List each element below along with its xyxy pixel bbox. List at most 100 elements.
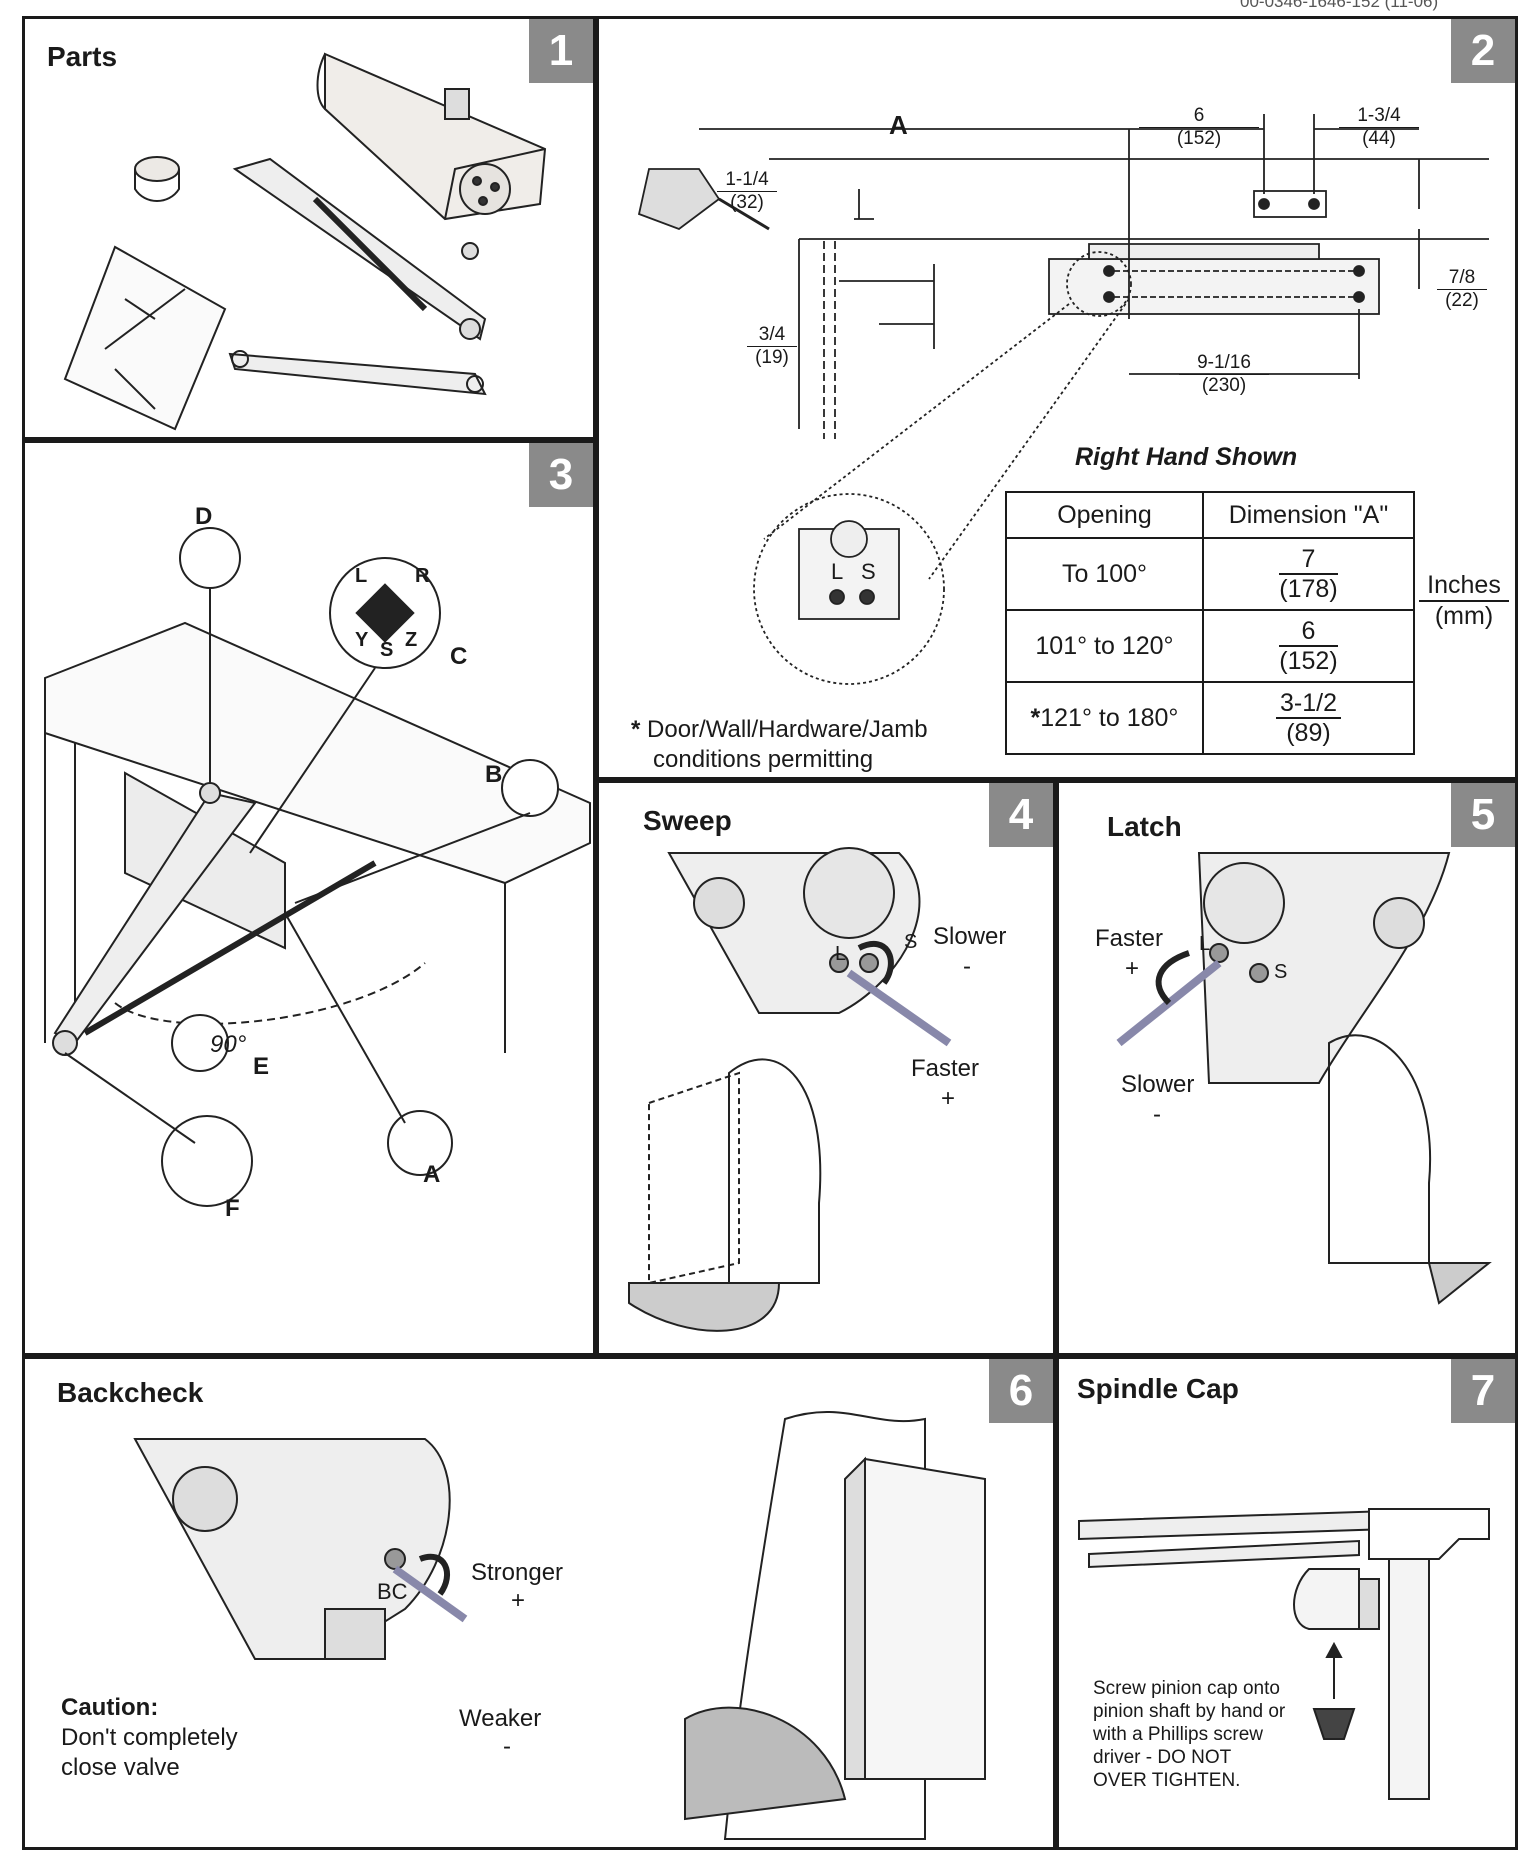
panel-latch: 5 Latch Faster + Slower - L S (1056, 780, 1518, 1356)
dim-mm: (230) (1201, 375, 1247, 396)
panel-number: 3 (529, 443, 593, 507)
caution-title: Caution: (61, 1694, 159, 1721)
unit-mm: (mm) (1434, 602, 1494, 630)
slower-sign: - (963, 953, 971, 980)
unit-label: Inches (mm) (1419, 571, 1509, 631)
star-marker: * (631, 716, 641, 743)
faster-label: Faster (911, 1055, 980, 1082)
note-line-2: conditions permitting (653, 746, 874, 773)
bc-label: BC (377, 1579, 408, 1604)
dim-mm: (32) (730, 192, 764, 213)
dim-in: 1-1/4 (717, 169, 777, 192)
valve-s: S (1274, 961, 1288, 983)
backcheck-illustration (133, 1411, 986, 1840)
dim-in: 6 (1139, 105, 1259, 128)
mounting-template-drawing (637, 114, 1489, 685)
panel-number: 6 (989, 1359, 1053, 1423)
stronger-label: Stronger (471, 1559, 564, 1586)
unit-inches: Inches (1419, 571, 1509, 602)
instruction-line-5: OVER TIGHTEN. (1093, 1770, 1241, 1791)
faster-sign: + (941, 1085, 956, 1112)
callout-a: A (423, 1161, 441, 1188)
slower-label: Slower (1121, 1071, 1195, 1098)
dim-mm: (44) (1362, 128, 1396, 149)
instruction: Screw pinion cap onto pinion shaft by ha… (1093, 1677, 1285, 1792)
dimension-6: 6(152) (1139, 105, 1259, 150)
value-in: 7 (1279, 545, 1338, 575)
conditions-note: * Door/Wall/Hardware/Jamb conditions per… (631, 715, 928, 775)
dimension-7-8: 7/8(22) (1437, 267, 1487, 312)
dimension-9-1-16: 9-1/16(230) (1179, 352, 1269, 397)
panel-backcheck: 6 Backcheck BC Stronger + Weaker - Cauti… (22, 1356, 1056, 1850)
dim-mm: (22) (1445, 290, 1479, 311)
dimension-3-4: 3/4(19) (747, 324, 797, 369)
header-opening: Opening (1005, 491, 1204, 539)
callout-e: E (253, 1053, 270, 1080)
value-mm: (178) (1279, 574, 1338, 603)
installation-illustration (44, 527, 591, 1207)
table-row: To 100° 7(178) (1005, 537, 1416, 611)
panel-title: Sweep (643, 805, 732, 836)
dimension-1-1-4: 1-1/4(32) (717, 169, 777, 214)
panel-installation: 3 D C B E F A 90° L R Y (22, 440, 596, 1356)
callout-c: C (450, 643, 468, 670)
callout-b: B (485, 761, 503, 788)
panel-sweep: 4 Sweep Slower - Faster + L S (596, 780, 1056, 1356)
table-row: 101° to 120°6(152) (1005, 609, 1416, 683)
dim-in: 9-1/16 (1179, 352, 1269, 375)
faster-label: Faster (1095, 925, 1164, 952)
instruction-line-4: driver - DO NOT (1093, 1747, 1232, 1768)
caution-note: Caution: Don't completely close valve (61, 1693, 238, 1783)
header-dimension: Dimension "A" (1201, 491, 1416, 539)
opening: To 100° (1005, 537, 1204, 611)
spindle-cap-illustration (1078, 1508, 1490, 1800)
panel-title: Spindle Cap (1077, 1373, 1239, 1404)
pin-label-l: L (831, 559, 844, 584)
weaker-sign: - (503, 1733, 511, 1760)
spindle-r: R (415, 565, 430, 587)
callout-f: F (225, 1195, 240, 1222)
value-in: 3-1/2 (1275, 689, 1341, 719)
panel-number: 5 (1451, 783, 1515, 847)
panel-title: Latch (1107, 811, 1182, 842)
faster-sign: + (1125, 955, 1140, 982)
value-mm: (89) (1286, 718, 1331, 747)
slower-label: Slower (933, 923, 1007, 950)
valve-l: L (1199, 933, 1211, 955)
panel-number: 2 (1451, 19, 1515, 83)
pin-label-s: S (861, 559, 876, 584)
panel-number: 4 (989, 783, 1053, 847)
value-mm: (152) (1279, 646, 1338, 675)
spindle-z: Z (405, 629, 418, 651)
instruction-line-1: Screw pinion cap onto (1093, 1678, 1280, 1699)
panel-parts: 1 Parts (22, 16, 596, 440)
panel-mounting-dimensions: 2 A 6(152) (596, 16, 1518, 780)
dimension-a: A (889, 110, 908, 140)
panel-number: 7 (1451, 1359, 1515, 1423)
sweep-illustration (628, 847, 952, 1332)
stronger-sign: + (511, 1587, 526, 1614)
parts-illustration (63, 52, 547, 431)
slower-sign: - (1153, 1101, 1161, 1128)
panel-title: Parts (47, 41, 118, 72)
dim-mm: (19) (755, 347, 789, 368)
instruction-line-2: pinion shaft by hand or (1093, 1701, 1286, 1722)
dim-in: 7/8 (1437, 267, 1487, 290)
dim-mm: (152) (1176, 128, 1222, 149)
panel-spindle-cap: 7 Spindle Cap Screw pinion cap onto pini… (1056, 1356, 1518, 1850)
star-marker: * (1030, 703, 1041, 732)
caution-line-1: Don't completely (61, 1724, 238, 1751)
weaker-label: Weaker (459, 1705, 542, 1732)
spindle-l: L (355, 565, 368, 587)
opening: 101° to 120° (1005, 609, 1204, 683)
table-row: *121° to 180° 3-1/2(89) (1005, 681, 1416, 755)
angle-label: 90° (210, 1031, 247, 1058)
spindle-s: S (380, 639, 394, 661)
valve-s: S (904, 931, 918, 953)
note-line-1: Door/Wall/Hardware/Jamb (647, 716, 928, 743)
spindle-y: Y (355, 629, 369, 651)
instruction-line-3: with a Phillips screw (1093, 1724, 1263, 1745)
opening: 121° to 180° (1040, 703, 1179, 732)
document-code: 00-0346-1646-152 (11-06) (1240, 0, 1439, 11)
